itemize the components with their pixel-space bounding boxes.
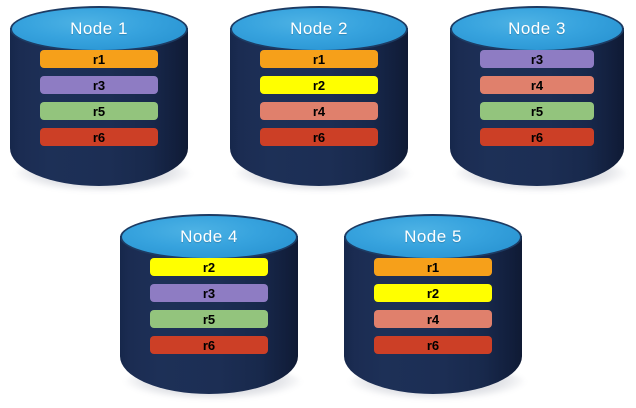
record-list-node-2: r1 r2 r4 r6	[230, 50, 408, 146]
record-bar-r5[interactable]: r5	[40, 102, 158, 120]
record-bar-r5[interactable]: r5	[150, 310, 268, 328]
record-list-node-5: r1 r2 r4 r6	[344, 258, 522, 354]
record-bar-r1[interactable]: r1	[374, 258, 492, 276]
cylinder-top-ellipse	[10, 6, 188, 52]
record-bar-r6[interactable]: r6	[260, 128, 378, 146]
record-bar-r2[interactable]: r2	[260, 76, 378, 94]
record-bar-r2[interactable]: r2	[150, 258, 268, 276]
cylinder-top-ellipse	[230, 6, 408, 52]
record-bar-r4[interactable]: r4	[479, 76, 595, 94]
cylinder-top-ellipse	[450, 6, 624, 52]
record-bar-r6[interactable]: r6	[479, 128, 595, 146]
record-bar-r1[interactable]: r1	[260, 50, 378, 68]
record-bar-r3[interactable]: r3	[40, 76, 158, 94]
cylinder-top-ellipse	[120, 214, 298, 260]
record-bar-r1[interactable]: r1	[40, 50, 158, 68]
record-list-node-3: r3 r4 r5 r6	[450, 50, 624, 146]
record-list-node-4: r2 r3 r5 r6	[120, 258, 298, 354]
record-bar-r4[interactable]: r4	[374, 310, 492, 328]
record-bar-r5[interactable]: r5	[479, 102, 595, 120]
cylinder-top-ellipse	[344, 214, 522, 260]
record-bar-r4[interactable]: r4	[260, 102, 378, 120]
record-bar-r3[interactable]: r3	[150, 284, 268, 302]
record-bar-r3[interactable]: r3	[479, 50, 595, 68]
record-list-node-1: r1 r3 r5 r6	[10, 50, 188, 146]
record-bar-r2[interactable]: r2	[374, 284, 492, 302]
record-bar-r6[interactable]: r6	[374, 336, 492, 354]
record-bar-r6[interactable]: r6	[40, 128, 158, 146]
record-bar-r6[interactable]: r6	[150, 336, 268, 354]
